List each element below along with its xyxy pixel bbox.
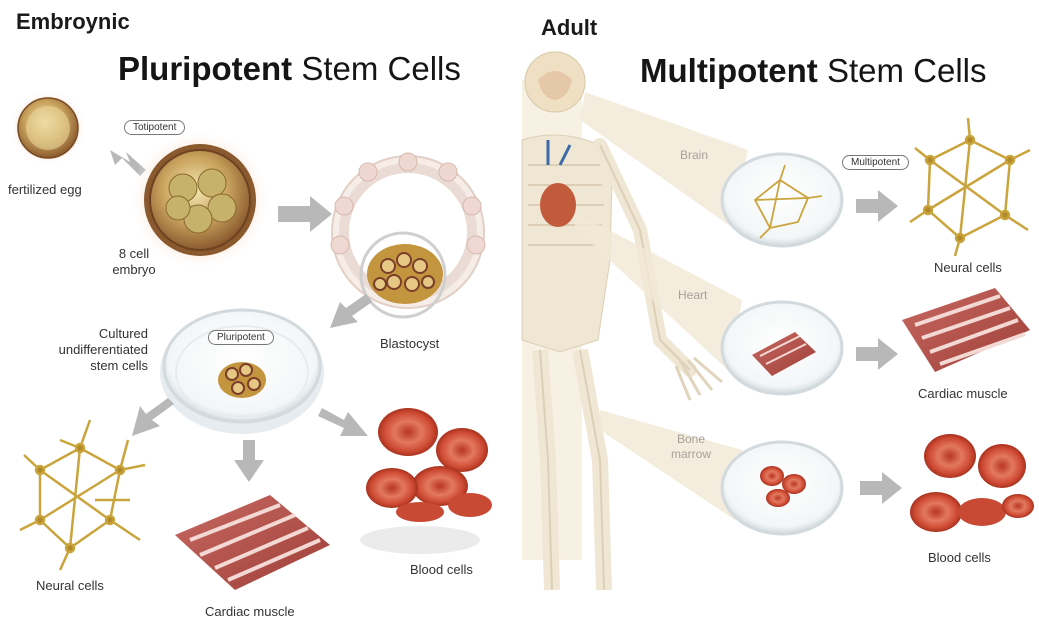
marrow-dish-image [722,442,842,534]
pluripotent-dish-image [160,310,324,434]
arrow-dish-to-blood [318,408,368,436]
heart-dish-image [722,302,842,394]
label-source-heart: Heart [678,288,707,303]
label-cardiac-muscle-left: Cardiac muscle [205,604,295,620]
label-eight-cell-embryo: 8 cell embryo [104,246,164,278]
badge-multipotent: Multipotent [842,155,909,170]
neural-cells-image-right [910,118,1030,256]
arrow-marrow-to-blood [860,472,902,504]
label-neural-cells-right: Neural cells [934,260,1002,276]
section-label-adult: Adult [541,15,597,41]
badge-pluripotent: Pluripotent [208,330,274,345]
arrow-blastocyst-to-dish [330,294,372,328]
label-fertilized-egg: fertilized egg [8,182,82,198]
label-source-bone-marrow: Bone marrow [666,432,716,462]
label-cultured-cells: Cultured undifferentiated stem cells [20,326,148,374]
label-neural-cells-left: Neural cells [36,578,104,594]
title-rest: Stem Cells [818,52,987,89]
label-blood-cells-right: Blood cells [928,550,991,566]
blood-cells-image-right [910,434,1034,532]
arrow-embryo-to-blastocyst [278,196,332,232]
label-blastocyst: Blastocyst [380,336,439,352]
fertilized-egg-image [10,90,86,166]
multipotent-title: Multipotent Stem Cells [640,52,987,90]
cardiac-muscle-image-left [175,495,330,590]
brain-dish-image [722,154,842,246]
label-source-brain: Brain [680,148,708,163]
arrow-dish-to-cardiac [234,440,264,482]
beam-marrow [600,410,742,520]
blastocyst-image [331,153,485,317]
arrow-brain-to-neural [856,190,898,222]
badge-totipotent: Totipotent [124,120,185,135]
arrow-dish-to-neural [132,398,174,436]
arrow-heart-to-cardiac [856,338,898,370]
label-cardiac-muscle-right: Cardiac muscle [918,386,1008,402]
cardiac-muscle-image-right [902,288,1030,372]
label-blood-cells-left: Blood cells [410,562,473,578]
blood-cells-image-left [360,408,492,554]
title-bold: Multipotent [640,52,818,89]
neural-cells-image-left [20,420,145,570]
